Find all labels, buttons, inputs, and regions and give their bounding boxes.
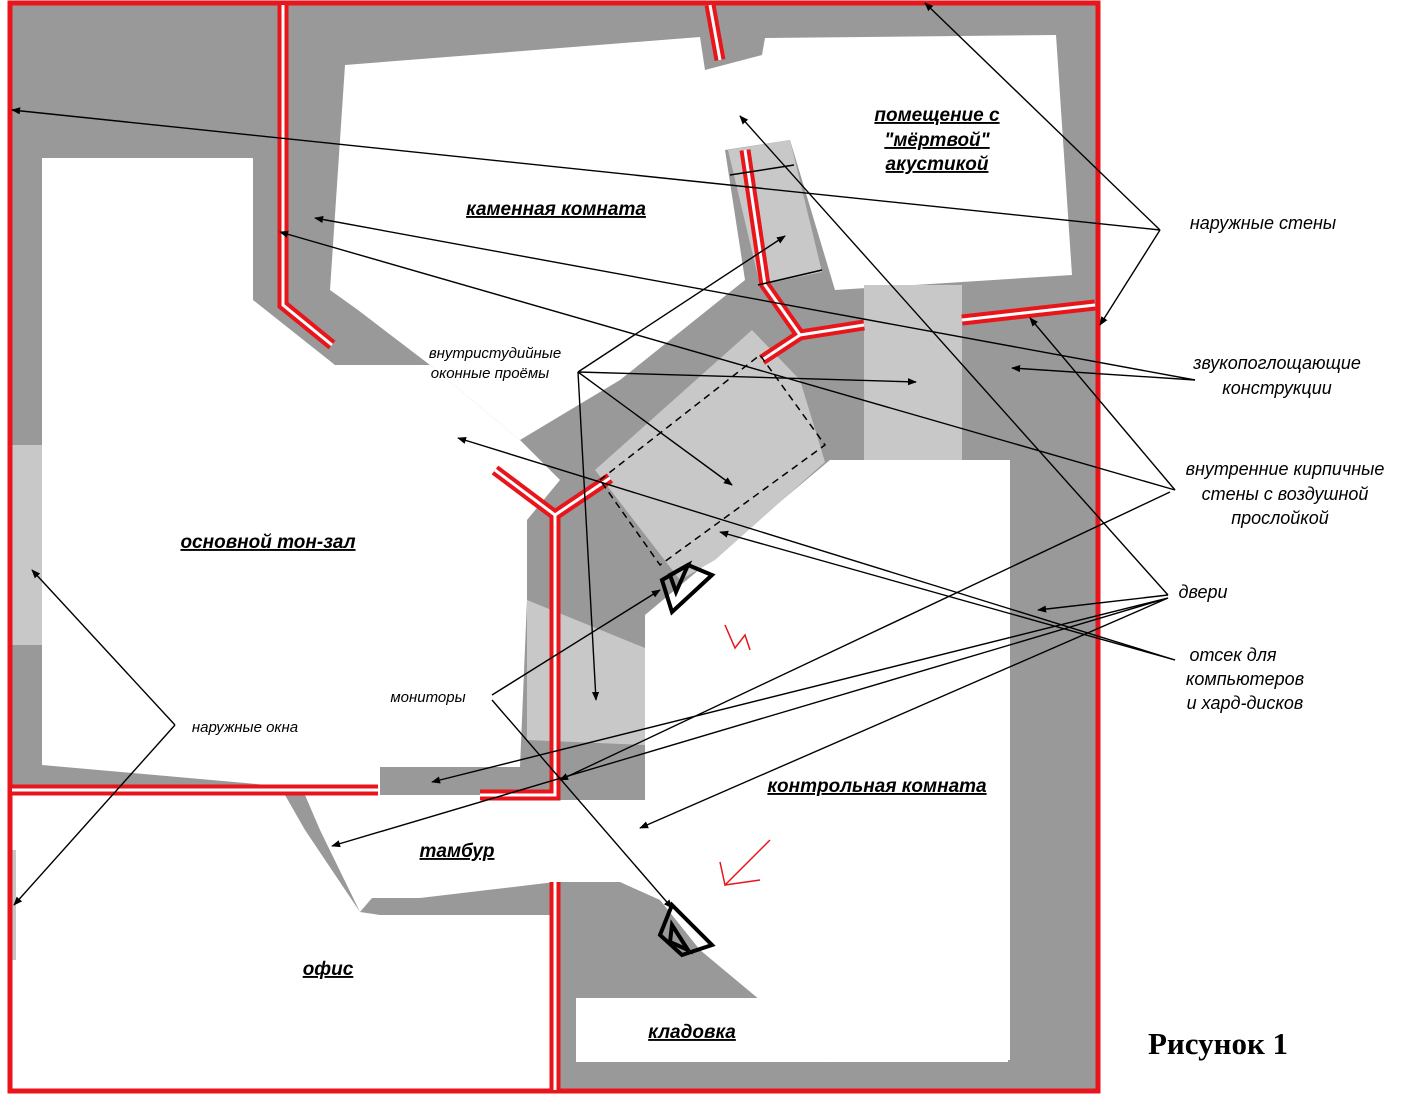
callout-arrows	[11, 2, 1196, 909]
monitor-speaker-lower-icon	[657, 901, 716, 958]
brick-walls-to-stair-line	[559, 491, 1171, 781]
label-dead-room-3: акустикой	[886, 154, 989, 175]
outer-wall-red	[7, 0, 1101, 1094]
monitor-speaker-upper-icon	[659, 560, 716, 616]
label-office: офис	[303, 959, 354, 980]
stone-room-area	[330, 35, 1072, 440]
absorber-window-bay	[595, 330, 825, 580]
outer-window-left-2	[10, 850, 16, 960]
office-area	[12, 795, 550, 1090]
figure-caption: Рисунок 1	[1148, 1026, 1288, 1061]
label-dead-room-2: "мёртвой"	[884, 130, 990, 151]
storage-area	[576, 998, 1008, 1062]
label-storage: кладовка	[648, 1022, 736, 1043]
callout-computer-bay-2: компьютеров	[1186, 669, 1304, 689]
main-hall-area	[42, 158, 560, 795]
outer-window-left-1	[10, 445, 42, 645]
absorbers	[10, 140, 962, 960]
callout-outer-walls: наружные стены	[1190, 213, 1336, 233]
callout-studio-windows-2: оконные проёмы	[431, 365, 549, 382]
callout-absorbers-1: звукопоглощающие	[1192, 353, 1361, 373]
label-control-room: контрольная комната	[767, 776, 987, 797]
label-main-hall: основной тон-зал	[180, 532, 355, 553]
dashed-projection	[598, 353, 827, 567]
callout-brick-1: внутренние кирпичные	[1186, 459, 1385, 479]
callout-computer-bay-3: и хард-дисков	[1187, 693, 1304, 713]
door-marks	[729, 164, 823, 286]
callout-outer-windows: наружные окна	[192, 719, 298, 736]
vestibule-area	[305, 795, 555, 912]
rooms	[12, 35, 1072, 1090]
callout-absorbers-2: конструкции	[1222, 378, 1331, 398]
label-stone-room: каменная комната	[466, 199, 646, 220]
label-vestibule: тамбур	[420, 841, 495, 862]
callout-doors: двери	[1179, 582, 1228, 602]
callout-monitors: мониторы	[390, 689, 465, 706]
callout-studio-windows-1: внутристудийные	[429, 345, 561, 362]
absorber-computer-bay	[864, 285, 962, 460]
callout-brick-3: прослойкой	[1231, 508, 1329, 528]
label-dead-room-1: помещение с	[874, 105, 1000, 126]
callout-brick-2: стены с воздушной	[1202, 484, 1369, 504]
callout-computer-bay-1: отсек для	[1189, 645, 1276, 665]
red-handdrawn-marks	[719, 624, 771, 887]
